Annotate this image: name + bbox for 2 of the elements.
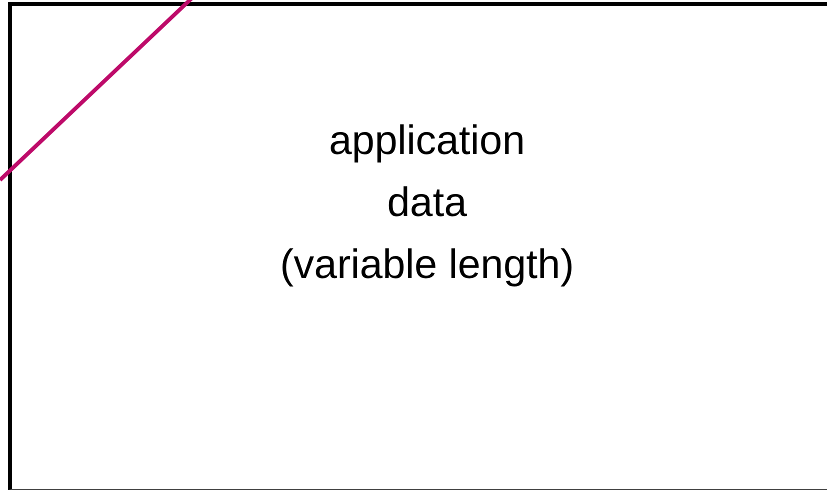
data-field-box (8, 2, 827, 490)
field-label: application data (variable length) (278, 116, 575, 289)
